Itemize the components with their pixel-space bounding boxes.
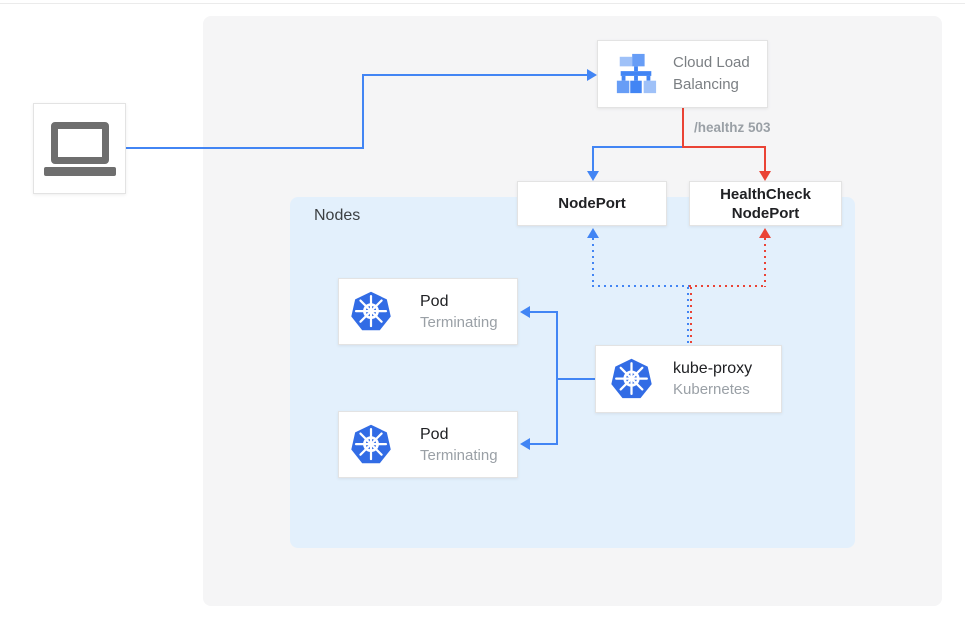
split-line-red bbox=[682, 146, 766, 148]
arrowhead-into-healthcheck-nodeport bbox=[759, 171, 771, 181]
kube-proxy-title: kube-proxy bbox=[673, 360, 753, 377]
kube-proxy-text: kube-proxy Kubernetes bbox=[673, 358, 752, 400]
arrowhead-into-nodeport bbox=[587, 171, 599, 181]
split-line-blue bbox=[592, 146, 683, 148]
arrowhead-into-pod2 bbox=[520, 438, 530, 450]
nodes-group-label: Nodes bbox=[314, 207, 361, 224]
to-pod2-line bbox=[530, 443, 558, 445]
pod-title: Pod bbox=[420, 425, 449, 443]
client-device-box bbox=[33, 103, 126, 194]
pod-status: Terminating bbox=[420, 446, 498, 464]
to-pod1-line bbox=[530, 311, 558, 313]
to-healthcheck-nodeport-line bbox=[764, 146, 766, 172]
pod-text: Pod Terminating bbox=[420, 291, 498, 333]
kubeproxy-to-pods-line-h bbox=[556, 378, 595, 380]
cloud-load-balancing-label: Cloud Load Balancing bbox=[673, 54, 750, 93]
client-to-lb-line-h2 bbox=[362, 74, 587, 76]
lb-healthcheck-line-v bbox=[682, 108, 684, 148]
health-check-path-label: /healthz 503 bbox=[694, 120, 771, 135]
laptop-icon-base bbox=[43, 166, 116, 176]
kubeproxy-to-pods-line-v bbox=[556, 311, 558, 445]
dotted-line-to-nodeport-v bbox=[592, 238, 594, 287]
kube-proxy-subtitle: Kubernetes bbox=[673, 381, 750, 398]
nodeport-box: NodePort bbox=[517, 181, 667, 226]
client-to-lb-line-v bbox=[362, 74, 364, 149]
dotted-arrowhead-into-hc-nodeport bbox=[759, 228, 771, 238]
cloud-load-balancing-box: Cloud Load Balancing bbox=[597, 40, 768, 108]
client-to-lb-line-h1 bbox=[126, 147, 363, 149]
top-divider bbox=[0, 3, 965, 4]
kubernetes-icon bbox=[351, 291, 391, 330]
pod-box-1: Pod Terminating bbox=[338, 278, 518, 345]
healthcheck-nodeport-box: HealthCheck NodePort bbox=[689, 181, 842, 226]
nodeport-label: NodePort bbox=[558, 195, 626, 212]
dotted-line-to-hc-nodeport-v bbox=[764, 238, 766, 287]
laptop-icon bbox=[50, 121, 109, 164]
kubernetes-icon bbox=[611, 358, 652, 398]
arrowhead-into-load-balancer bbox=[587, 69, 597, 81]
dotted-line-to-hc-nodeport-h bbox=[689, 285, 766, 287]
arrowhead-into-pod1 bbox=[520, 306, 530, 318]
kube-proxy-box: kube-proxy Kubernetes bbox=[595, 345, 782, 413]
pod-box-2: Pod Terminating bbox=[338, 411, 518, 478]
pod-status: Terminating bbox=[420, 313, 498, 331]
kubernetes-icon bbox=[351, 424, 391, 463]
to-nodeport-line bbox=[592, 146, 594, 172]
dotted-arrowhead-into-nodeport bbox=[587, 228, 599, 238]
dotted-line-to-nodeport-h bbox=[592, 285, 689, 287]
pod-title: Pod bbox=[420, 292, 449, 310]
kubeproxy-up-dotted-red bbox=[690, 287, 692, 345]
kubeproxy-up-dotted-blue bbox=[687, 287, 689, 345]
cloud-load-balancing-icon bbox=[616, 53, 657, 94]
healthcheck-nodeport-label: HealthCheck NodePort bbox=[720, 185, 811, 222]
pod-text: Pod Terminating bbox=[420, 424, 498, 466]
